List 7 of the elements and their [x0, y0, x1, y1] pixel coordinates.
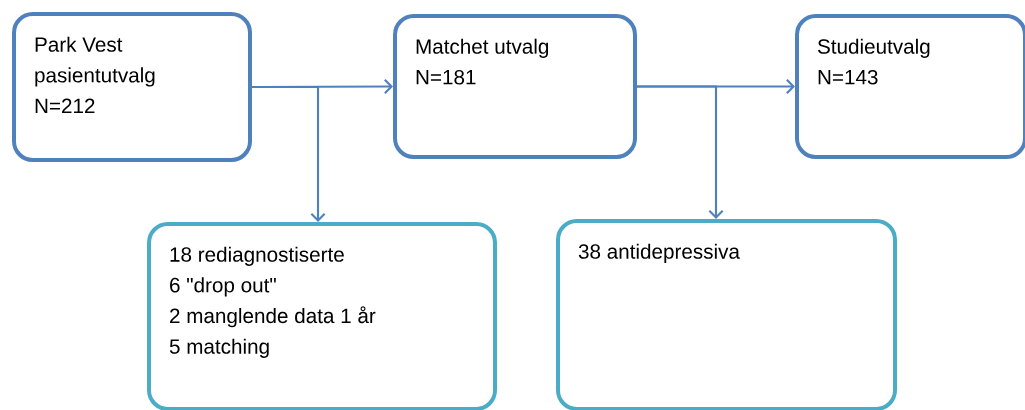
- process-box: Matchet utvalg N=181: [393, 14, 637, 159]
- process-box: Park Vest pasientutvalg N=212: [12, 12, 252, 162]
- arrow: [252, 85, 326, 222]
- process-box: Studieutvalg N=143: [795, 14, 1025, 159]
- process-box: 38 antidepressiva: [556, 219, 897, 410]
- arrow: [637, 85, 724, 219]
- process-box: 18 rediagnostiserte 6 "drop out" 2 manglende data 1 år 5 matching: [147, 222, 497, 410]
